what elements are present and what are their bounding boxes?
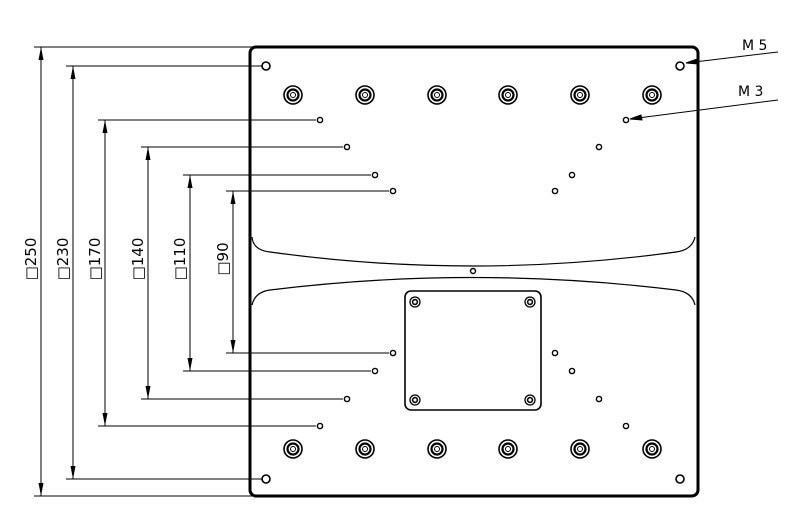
dim-label-250: □250 — [22, 238, 40, 281]
dim-label-230: □230 — [54, 238, 72, 281]
m3-hole — [343, 143, 351, 151]
m3-hole — [316, 116, 324, 124]
m3-hole — [371, 171, 379, 179]
extension-lines — [34, 46, 389, 497]
center-hole — [469, 267, 477, 275]
screw-icon — [524, 296, 536, 308]
threaded-insert-icon — [355, 439, 375, 459]
threaded-insert-icon — [355, 85, 375, 105]
plate-outline — [248, 45, 700, 498]
m3-holes — [316, 116, 630, 430]
center-plate-screws — [409, 296, 536, 406]
m3-hole — [389, 187, 397, 195]
dimension-arrowheads — [38, 47, 236, 496]
m3-hole — [551, 349, 559, 357]
m3-hole — [595, 395, 603, 403]
m3-hole — [389, 349, 397, 357]
callout-leaders — [629, 51, 779, 121]
m3-hole — [595, 143, 603, 151]
m3-hole — [551, 187, 559, 195]
threaded-insert-icon — [642, 439, 662, 459]
threaded-insert-icon — [427, 439, 447, 459]
threaded-inserts — [283, 85, 662, 459]
m3-hole — [371, 367, 379, 375]
m3-hole — [568, 367, 576, 375]
threaded-insert-icon — [570, 85, 590, 105]
callout-m5: M 5 — [742, 38, 767, 54]
threaded-insert-icon — [498, 85, 518, 105]
corner-holes — [261, 61, 685, 484]
center-square-plate — [404, 290, 542, 411]
screw-icon — [524, 394, 536, 406]
threaded-insert-icon — [283, 439, 303, 459]
dim-label-90: □90 — [214, 242, 232, 275]
screw-icon — [409, 296, 421, 308]
dim-label-110: □110 — [171, 238, 189, 281]
m3-hole — [568, 171, 576, 179]
threaded-insert-icon — [427, 85, 447, 105]
dim-label-140: □140 — [129, 238, 147, 281]
groove-upper-curve — [251, 236, 696, 267]
groove-lower-curve — [251, 276, 696, 306]
m3-hole — [622, 116, 630, 124]
m3-hole — [316, 422, 324, 430]
threaded-insert-icon — [283, 85, 303, 105]
threaded-insert-icon — [642, 85, 662, 105]
threaded-insert-icon — [570, 439, 590, 459]
screw-icon — [409, 394, 421, 406]
callout-m3: M 3 — [738, 84, 763, 100]
dimension-lines — [40, 47, 234, 496]
dim-label-170: □170 — [86, 238, 104, 281]
m3-hole — [622, 422, 630, 430]
threaded-insert-icon — [498, 439, 518, 459]
m3-hole — [343, 395, 351, 403]
